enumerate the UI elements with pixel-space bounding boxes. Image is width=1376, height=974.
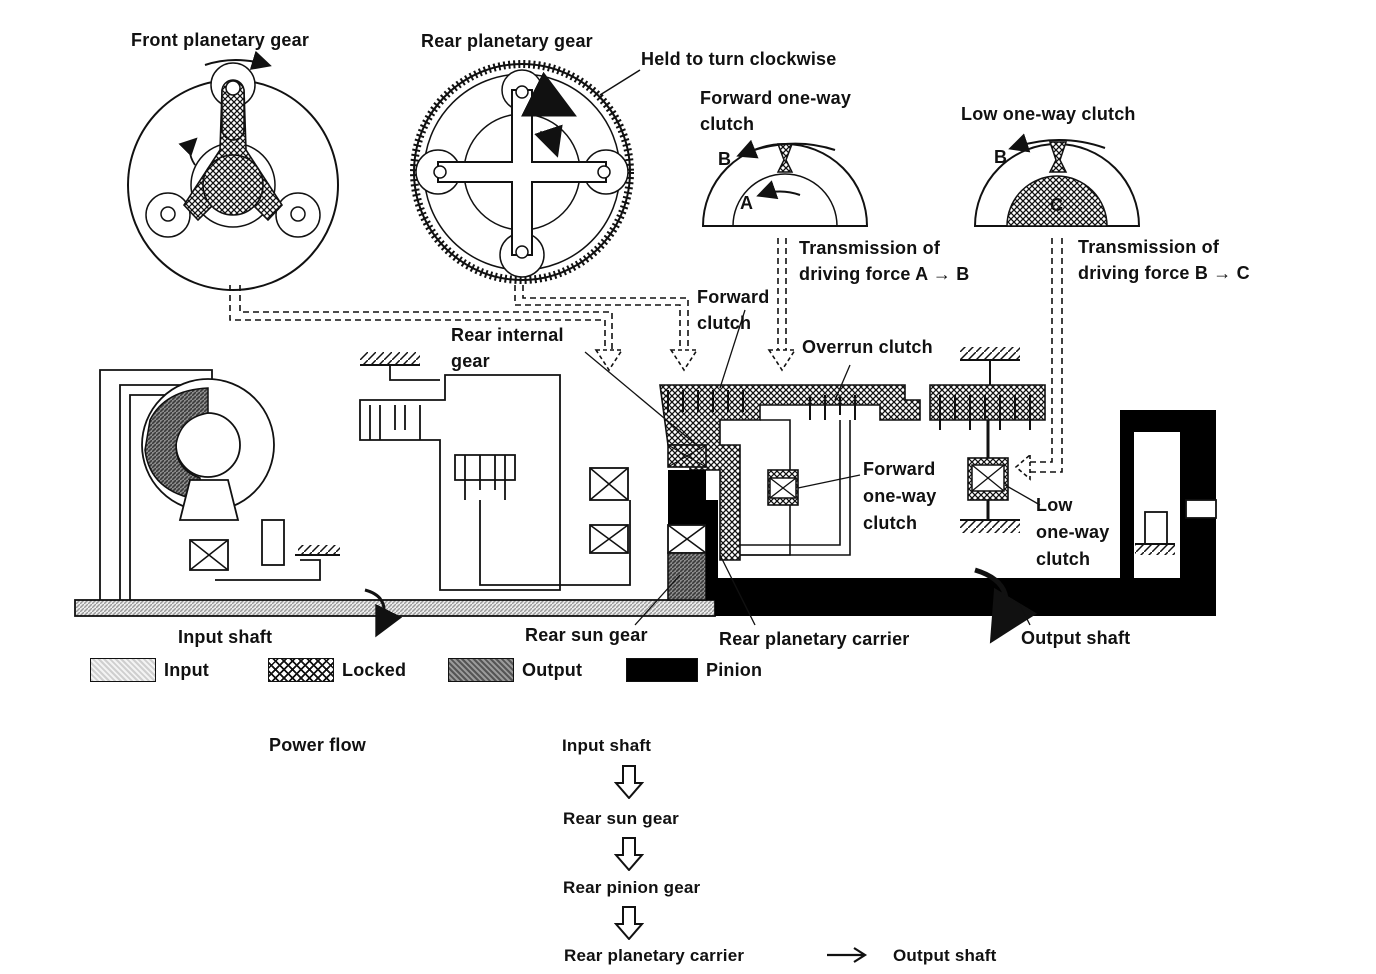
label-low-oneway-clutch-top: Low one-way clutch [961,104,1136,124]
label-forward-oneway-clutch-mid-2: one-way [863,486,937,506]
low-oneway-clutch-illustration [973,133,1141,227]
legend-locked: Locked [268,657,406,683]
label-low-oneway-clutch-mid-1: Low [1036,495,1073,515]
legend-locked-swatch [268,658,334,682]
label-forward-clutch-2: clutch [697,313,752,333]
legend-pinion-swatch [626,658,698,682]
power-flow-step-3: Rear pinion gear [563,878,701,897]
label-overrun-clutch: Overrun clutch [802,337,933,357]
power-flow-step-1: Input shaft [562,736,652,755]
label-transmission-ab-2: driving force A → B [799,264,970,284]
letter-b-low: B [994,147,1008,167]
label-forward-oneway-clutch-top-1: Forward one-way [700,88,852,108]
front-planetary-gear-illustration [127,50,339,291]
power-flow-step-2: Rear sun gear [563,809,679,828]
transmission-cross-section [74,309,1217,644]
rear-planetary-gear-illustration [410,60,641,284]
right-arrow-icon [827,947,868,963]
label-forward-oneway-clutch-mid-3: clutch [863,513,918,533]
label-forward-oneway-clutch-mid-1: Forward [863,459,936,479]
dashed-arrow-heads [594,349,1031,481]
label-rear-sun-gear: Rear sun gear [525,625,648,645]
power-flow-title: Power flow [269,735,367,755]
forward-oneway-clutch-illustration [701,139,869,227]
power-flow-final: Output shaft [893,946,997,965]
down-arrow-icon [614,906,644,940]
legend-input: Input [90,657,209,683]
label-transmission-bc-2: driving force B → C [1078,263,1250,283]
label-low-oneway-clutch-mid-3: clutch [1036,549,1091,569]
label-forward-clutch-1: Forward [697,287,770,307]
label-front-planetary-gear: Front planetary gear [131,30,310,50]
label-output-shaft: Output shaft [1021,628,1131,648]
letter-a: A [740,193,754,213]
legend-output-swatch [448,658,514,682]
label-held-clockwise: Held to turn clockwise [641,49,837,69]
legend-input-swatch [90,658,156,682]
legend-locked-label: Locked [342,660,407,680]
dashed-flow-arrows [229,238,1063,473]
label-low-oneway-clutch-mid-2: one-way [1036,522,1110,542]
legend-output-label: Output [522,660,583,680]
down-arrow-icon [614,837,644,871]
letter-c: C [1050,195,1064,215]
label-rear-planetary-carrier: Rear planetary carrier [719,629,910,649]
letter-b-forward: B [718,149,732,169]
label-forward-oneway-clutch-top-2: clutch [700,114,755,134]
legend-pinion: Pinion [626,657,762,683]
legend-pinion-label: Pinion [706,660,763,680]
down-arrow-icon [614,765,644,799]
label-rear-planetary-gear: Rear planetary gear [421,31,593,51]
label-transmission-ab-1: Transmission of [799,238,941,258]
label-input-shaft: Input shaft [178,627,273,647]
legend-input-label: Input [164,660,209,680]
legend-output: Output [448,657,582,683]
label-transmission-bc-1: Transmission of [1078,237,1220,257]
label-rear-internal-gear-2: gear [451,351,490,371]
label-rear-internal-gear-1: Rear internal [451,325,564,345]
power-flow-step-4: Rear planetary carrier [564,946,745,965]
